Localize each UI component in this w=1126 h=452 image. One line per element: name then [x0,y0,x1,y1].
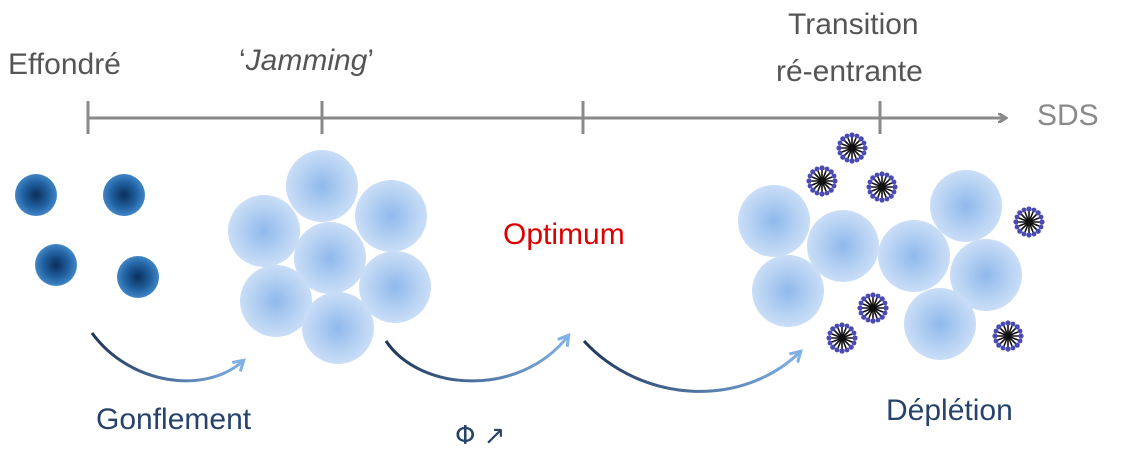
label-jamming-close-quote: ’ [367,44,374,77]
collapsed-particles [15,174,159,298]
jammed-particles [228,150,431,364]
axis-label-sds: SDS [1037,99,1099,133]
depletion-arrow [584,341,800,391]
label-optimum: Optimum [503,218,625,252]
label-fraction-increase: Φ ↗ [455,421,506,451]
swelling-arrow [92,333,243,381]
process-arrows [92,333,800,391]
label-swelling: Gonflement [96,403,251,437]
sds-axis [88,101,1004,134]
label-jamming-open-quote: ‘ [239,44,246,77]
label-jamming: ‘Jamming’ [239,44,374,78]
label-collapsed: Effondré [8,48,121,82]
label-jamming-text: Jamming [246,44,368,77]
label-depletion: Déplétion [886,394,1013,428]
label-transition-line2: ré-entrante [776,55,923,89]
fraction-arrow [386,336,568,381]
label-transition-line1: Transition [788,8,919,42]
